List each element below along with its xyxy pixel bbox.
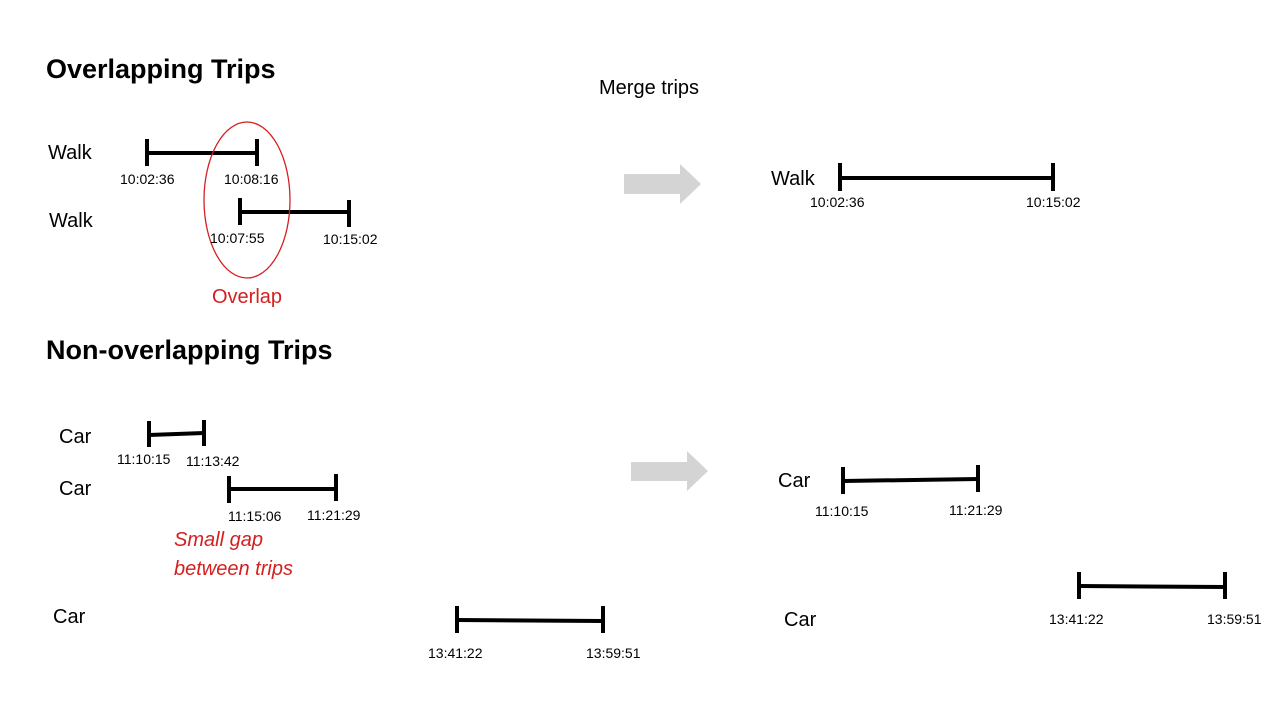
trip-start-time: 10:07:55: [210, 230, 265, 246]
trip-start-time: 11:10:15: [117, 451, 171, 467]
merged-trip-mode-label: Walk: [771, 168, 815, 190]
merged-trip-mode-label: Car: [778, 470, 811, 492]
car-trip-2-segment: [227, 474, 338, 503]
merge-arrow-top: [624, 164, 701, 204]
merge-arrow-bottom: [631, 451, 708, 491]
trip-mode-label: Walk: [49, 210, 93, 232]
trip-end-time: 11:13:42: [186, 453, 240, 469]
walk-trip-1-segment: [145, 139, 259, 166]
overlapping-trips-heading: Overlapping Trips: [46, 54, 276, 84]
trip-mode-label: Car: [59, 426, 92, 448]
merged-car-trip-2-segment: [1077, 572, 1227, 599]
trip-end-time: 13:59:51: [586, 645, 641, 661]
car-trip-1-segment: [147, 420, 206, 447]
trip-mode-label: Walk: [48, 142, 92, 164]
merge-trips-label: Merge trips: [599, 77, 700, 99]
car-trip-3-segment: [455, 606, 605, 633]
trip-mode-label: Car: [59, 478, 92, 500]
merged-trip-end-time: 10:15:02: [1026, 194, 1081, 210]
trip-start-time: 11:15:06: [228, 508, 282, 524]
merged-trip-start-time: 13:41:22: [1049, 611, 1104, 627]
overlap-label: Overlap: [212, 286, 283, 308]
non-overlapping-trips-heading: Non-overlapping Trips: [46, 335, 333, 365]
trip-mode-label: Car: [53, 606, 86, 628]
merged-trip-mode-label: Car: [784, 609, 817, 631]
merged-walk-trip-segment: [838, 163, 1055, 191]
trip-end-time: 10:08:16: [224, 171, 279, 187]
trip-end-time: 11:21:29: [307, 507, 361, 523]
walk-trip-2-segment: [238, 198, 351, 227]
trip-start-time: 10:02:36: [120, 171, 175, 187]
trip-start-time: 13:41:22: [428, 645, 483, 661]
small-gap-note-line-2: between trips: [174, 558, 293, 580]
merged-trip-start-time: 10:02:36: [810, 194, 865, 210]
merged-trip-end-time: 13:59:51: [1207, 611, 1262, 627]
merged-trip-end-time: 11:21:29: [949, 502, 1003, 518]
merged-car-trip-1-segment: [841, 465, 980, 494]
overlap-ellipse: [203, 121, 291, 279]
small-gap-note-line-1: Small gap: [174, 529, 263, 551]
merged-trip-start-time: 11:10:15: [815, 503, 869, 519]
trip-end-time: 10:15:02: [323, 231, 378, 247]
